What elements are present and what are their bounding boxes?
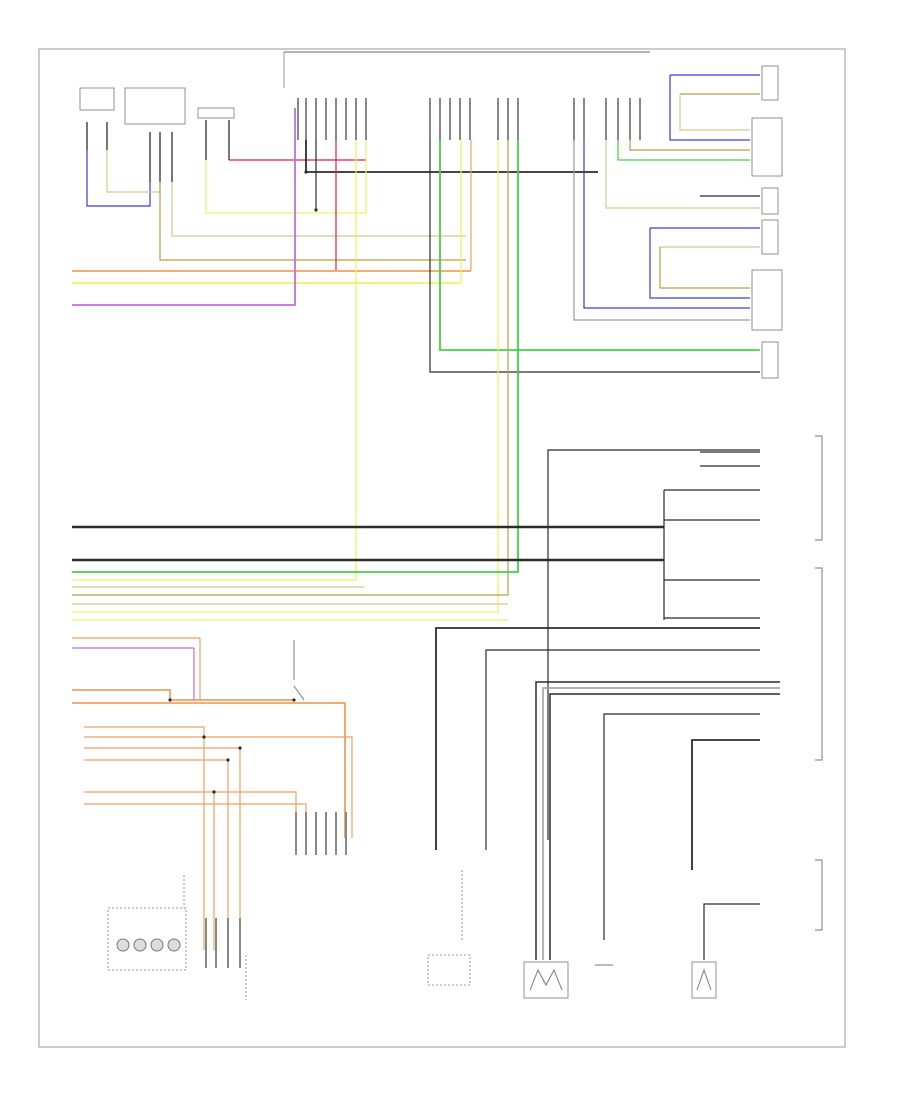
switch-knob-3 xyxy=(150,938,164,952)
right-mid-module xyxy=(435,449,760,960)
top-center-connector-pins xyxy=(297,98,641,140)
left-horizontal-wires xyxy=(72,108,471,306)
top-left-wires xyxy=(86,150,466,261)
right-top-components xyxy=(751,65,783,379)
left-bottom-wires xyxy=(72,638,353,950)
switch-knob-1 xyxy=(116,938,130,952)
right-brackets xyxy=(815,435,823,931)
top-left-speaker-connector xyxy=(79,87,235,125)
center-switch xyxy=(293,640,305,701)
bottom-left-connector xyxy=(205,812,347,968)
splice-points xyxy=(168,170,318,794)
middle-bus-wires xyxy=(72,525,664,649)
ground-markers xyxy=(183,870,463,1000)
top-left-pins xyxy=(86,120,230,182)
switch-knob-4 xyxy=(167,938,181,952)
bottom-left-switch xyxy=(107,907,187,971)
center-vertical-wires xyxy=(72,140,760,613)
bottom-components xyxy=(427,954,717,999)
diagram-frame xyxy=(38,48,846,1048)
switch-knob-2 xyxy=(133,938,147,952)
antenna-cable xyxy=(535,681,780,960)
right-top-speaker-wires xyxy=(649,74,760,299)
